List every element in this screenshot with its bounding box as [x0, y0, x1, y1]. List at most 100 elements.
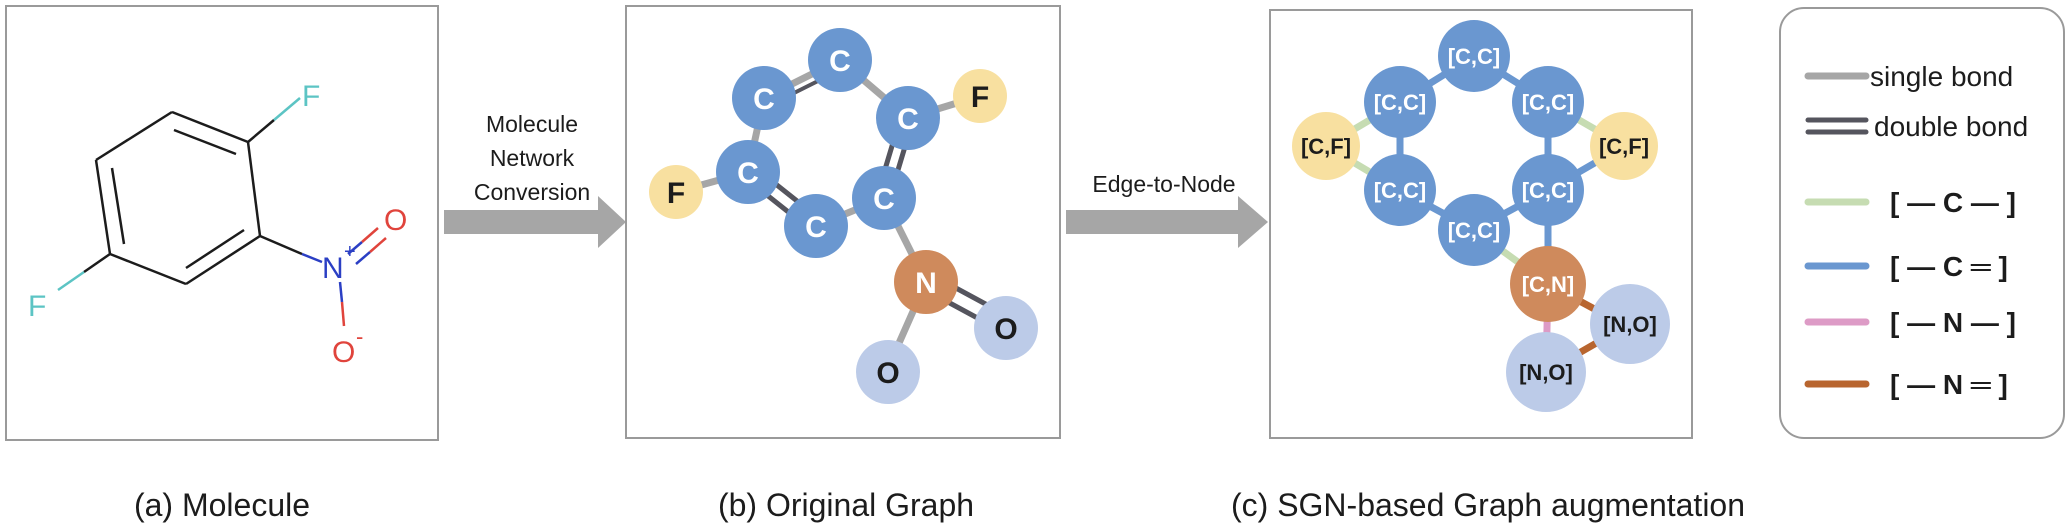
- node-cc: [1364, 66, 1436, 138]
- legend-label: [ — N — ]: [1890, 307, 2016, 338]
- node-carbon: [784, 194, 848, 258]
- node-cc: [1438, 194, 1510, 266]
- legend-label: [ — N ═ ]: [1890, 369, 2008, 400]
- arrow-label-line-1: Molecule: [486, 111, 578, 137]
- ring-bond: [94, 159, 112, 255]
- legend: single bond double bond [ — C — ] [ — C …: [1779, 7, 2065, 439]
- caption-sgn-graph: (c) SGN-based Graph augmentation: [1231, 487, 1745, 523]
- original-graph-nodes: C C C C C C F F N O O: [649, 28, 1038, 404]
- node-label: O: [994, 313, 1017, 346]
- node-label: [C,C]: [1374, 178, 1427, 203]
- node-label: C: [873, 183, 895, 216]
- node-cf: [1292, 112, 1360, 180]
- ring-bond: [185, 234, 261, 286]
- legend-frame: [1779, 7, 2065, 439]
- node-cc: [1512, 154, 1584, 226]
- node-label: [C,F]: [1301, 134, 1351, 159]
- molecule-frame: [5, 5, 439, 441]
- arrow-label-line-2: Network: [490, 145, 575, 171]
- node-nitrogen: [894, 250, 958, 314]
- caption-molecule: (a) Molecule: [134, 487, 310, 523]
- node-label: [N,O]: [1519, 360, 1573, 385]
- node-label: C: [737, 157, 759, 190]
- molecule-structure: [83, 110, 303, 286]
- bond-c-n-black: [259, 234, 303, 256]
- atom-n: N: [322, 252, 344, 285]
- node-carbon: [852, 166, 916, 230]
- atom-f-top: F: [302, 80, 320, 113]
- bond-n-o-top-red2: [369, 237, 387, 253]
- caption-original-graph: (b) Original Graph: [718, 487, 974, 523]
- node-label: O: [876, 357, 899, 390]
- ring-bond: [95, 110, 173, 162]
- arrow-label: Edge-to-Node: [1092, 171, 1235, 197]
- legend-entry-cc-double: [ — C ═ ]: [1804, 251, 2008, 282]
- sgn-graph-panel: [C,C] [C,C] [C,C] [C,C] [C,C] [C,C] [C,F…: [1231, 9, 1745, 523]
- node-label: [C,C]: [1448, 218, 1501, 243]
- atom-f-left: F: [28, 290, 46, 323]
- bond-f-left-black: [83, 252, 111, 274]
- node-carbon: [876, 86, 940, 150]
- legend-entry-cc-single: [ — C — ]: [1804, 187, 2016, 218]
- atom-o-top: O: [384, 204, 407, 237]
- node-label: [C,C]: [1448, 44, 1501, 69]
- node-label: [C,C]: [1522, 90, 1575, 115]
- bond-f-top-cyan: [273, 97, 301, 121]
- arrow-shaft: [1066, 210, 1238, 234]
- node-label: F: [667, 177, 685, 210]
- node-cc: [1438, 20, 1510, 92]
- arrow-head: [598, 196, 626, 248]
- node-carbon: [716, 140, 780, 204]
- node-cc: [1364, 154, 1436, 226]
- molecule-atom-labels: F F N + O O -: [28, 80, 407, 369]
- ring-inner-bond: [173, 128, 237, 156]
- node-label: [C,C]: [1522, 178, 1575, 203]
- atom-o-charge: -: [356, 324, 363, 349]
- arrow-head: [1238, 196, 1268, 248]
- node-cf: [1590, 112, 1658, 180]
- legend-label: single bond: [1870, 61, 2013, 92]
- node-oxygen: [974, 296, 1038, 360]
- legend-label: double bond: [1874, 111, 2028, 142]
- sgn-graph-nodes: [C,C] [C,C] [C,C] [C,C] [C,C] [C,C] [C,F…: [1292, 20, 1670, 412]
- bond-n-o-top-blue2: [355, 251, 371, 265]
- arrow-molecule-to-graph: Molecule Network Conversion: [444, 111, 626, 248]
- node-fluorine: [953, 69, 1007, 123]
- bond-n-o-bottom-blue: [338, 281, 344, 303]
- bond-c-n-blue: [301, 252, 323, 264]
- ring-bond: [109, 252, 187, 286]
- arrow-label-line-3: Conversion: [474, 179, 590, 205]
- node-label: C: [805, 211, 827, 244]
- original-graph-panel: C C C C C C F F N O O (b) Original Graph: [625, 5, 1061, 523]
- bond-n-o-bottom-red: [340, 301, 346, 327]
- node-label: C: [829, 45, 851, 78]
- node-cn: [1510, 246, 1586, 322]
- atom-o-bottom: O: [332, 336, 355, 369]
- atom-n-charge: +: [344, 241, 356, 263]
- legend-entry-double-bond: double bond: [1805, 111, 2028, 142]
- arrow-edge-to-node: Edge-to-Node: [1066, 171, 1268, 248]
- bond-n-o-top-blue: [347, 241, 363, 255]
- node-fluorine: [649, 165, 703, 219]
- node-oxygen: [856, 340, 920, 404]
- node-label: [N,O]: [1603, 312, 1657, 337]
- ring-inner-bond: [110, 167, 126, 245]
- bond-f-top-black: [247, 119, 275, 143]
- ring-bond: [171, 110, 249, 144]
- legend-label: [ — C — ]: [1890, 187, 2016, 218]
- node-label: N: [915, 267, 937, 300]
- legend-entry-n-single: [ — N — ]: [1804, 307, 2016, 338]
- node-carbon: [808, 28, 872, 92]
- bond-f-left-cyan: [57, 270, 85, 292]
- node-label: C: [753, 83, 775, 116]
- arrow-shaft: [444, 210, 598, 234]
- legend-label: [ — C ═ ]: [1890, 251, 2008, 282]
- molecule-panel: F F N + O O - (a) Molecule: [5, 5, 439, 523]
- node-label: [C,N]: [1522, 272, 1575, 297]
- node-no: [1506, 332, 1586, 412]
- node-no: [1590, 284, 1670, 364]
- node-label: F: [971, 81, 989, 114]
- legend-entry-single-bond: single bond: [1804, 61, 2013, 92]
- ring-inner-bond: [185, 228, 245, 270]
